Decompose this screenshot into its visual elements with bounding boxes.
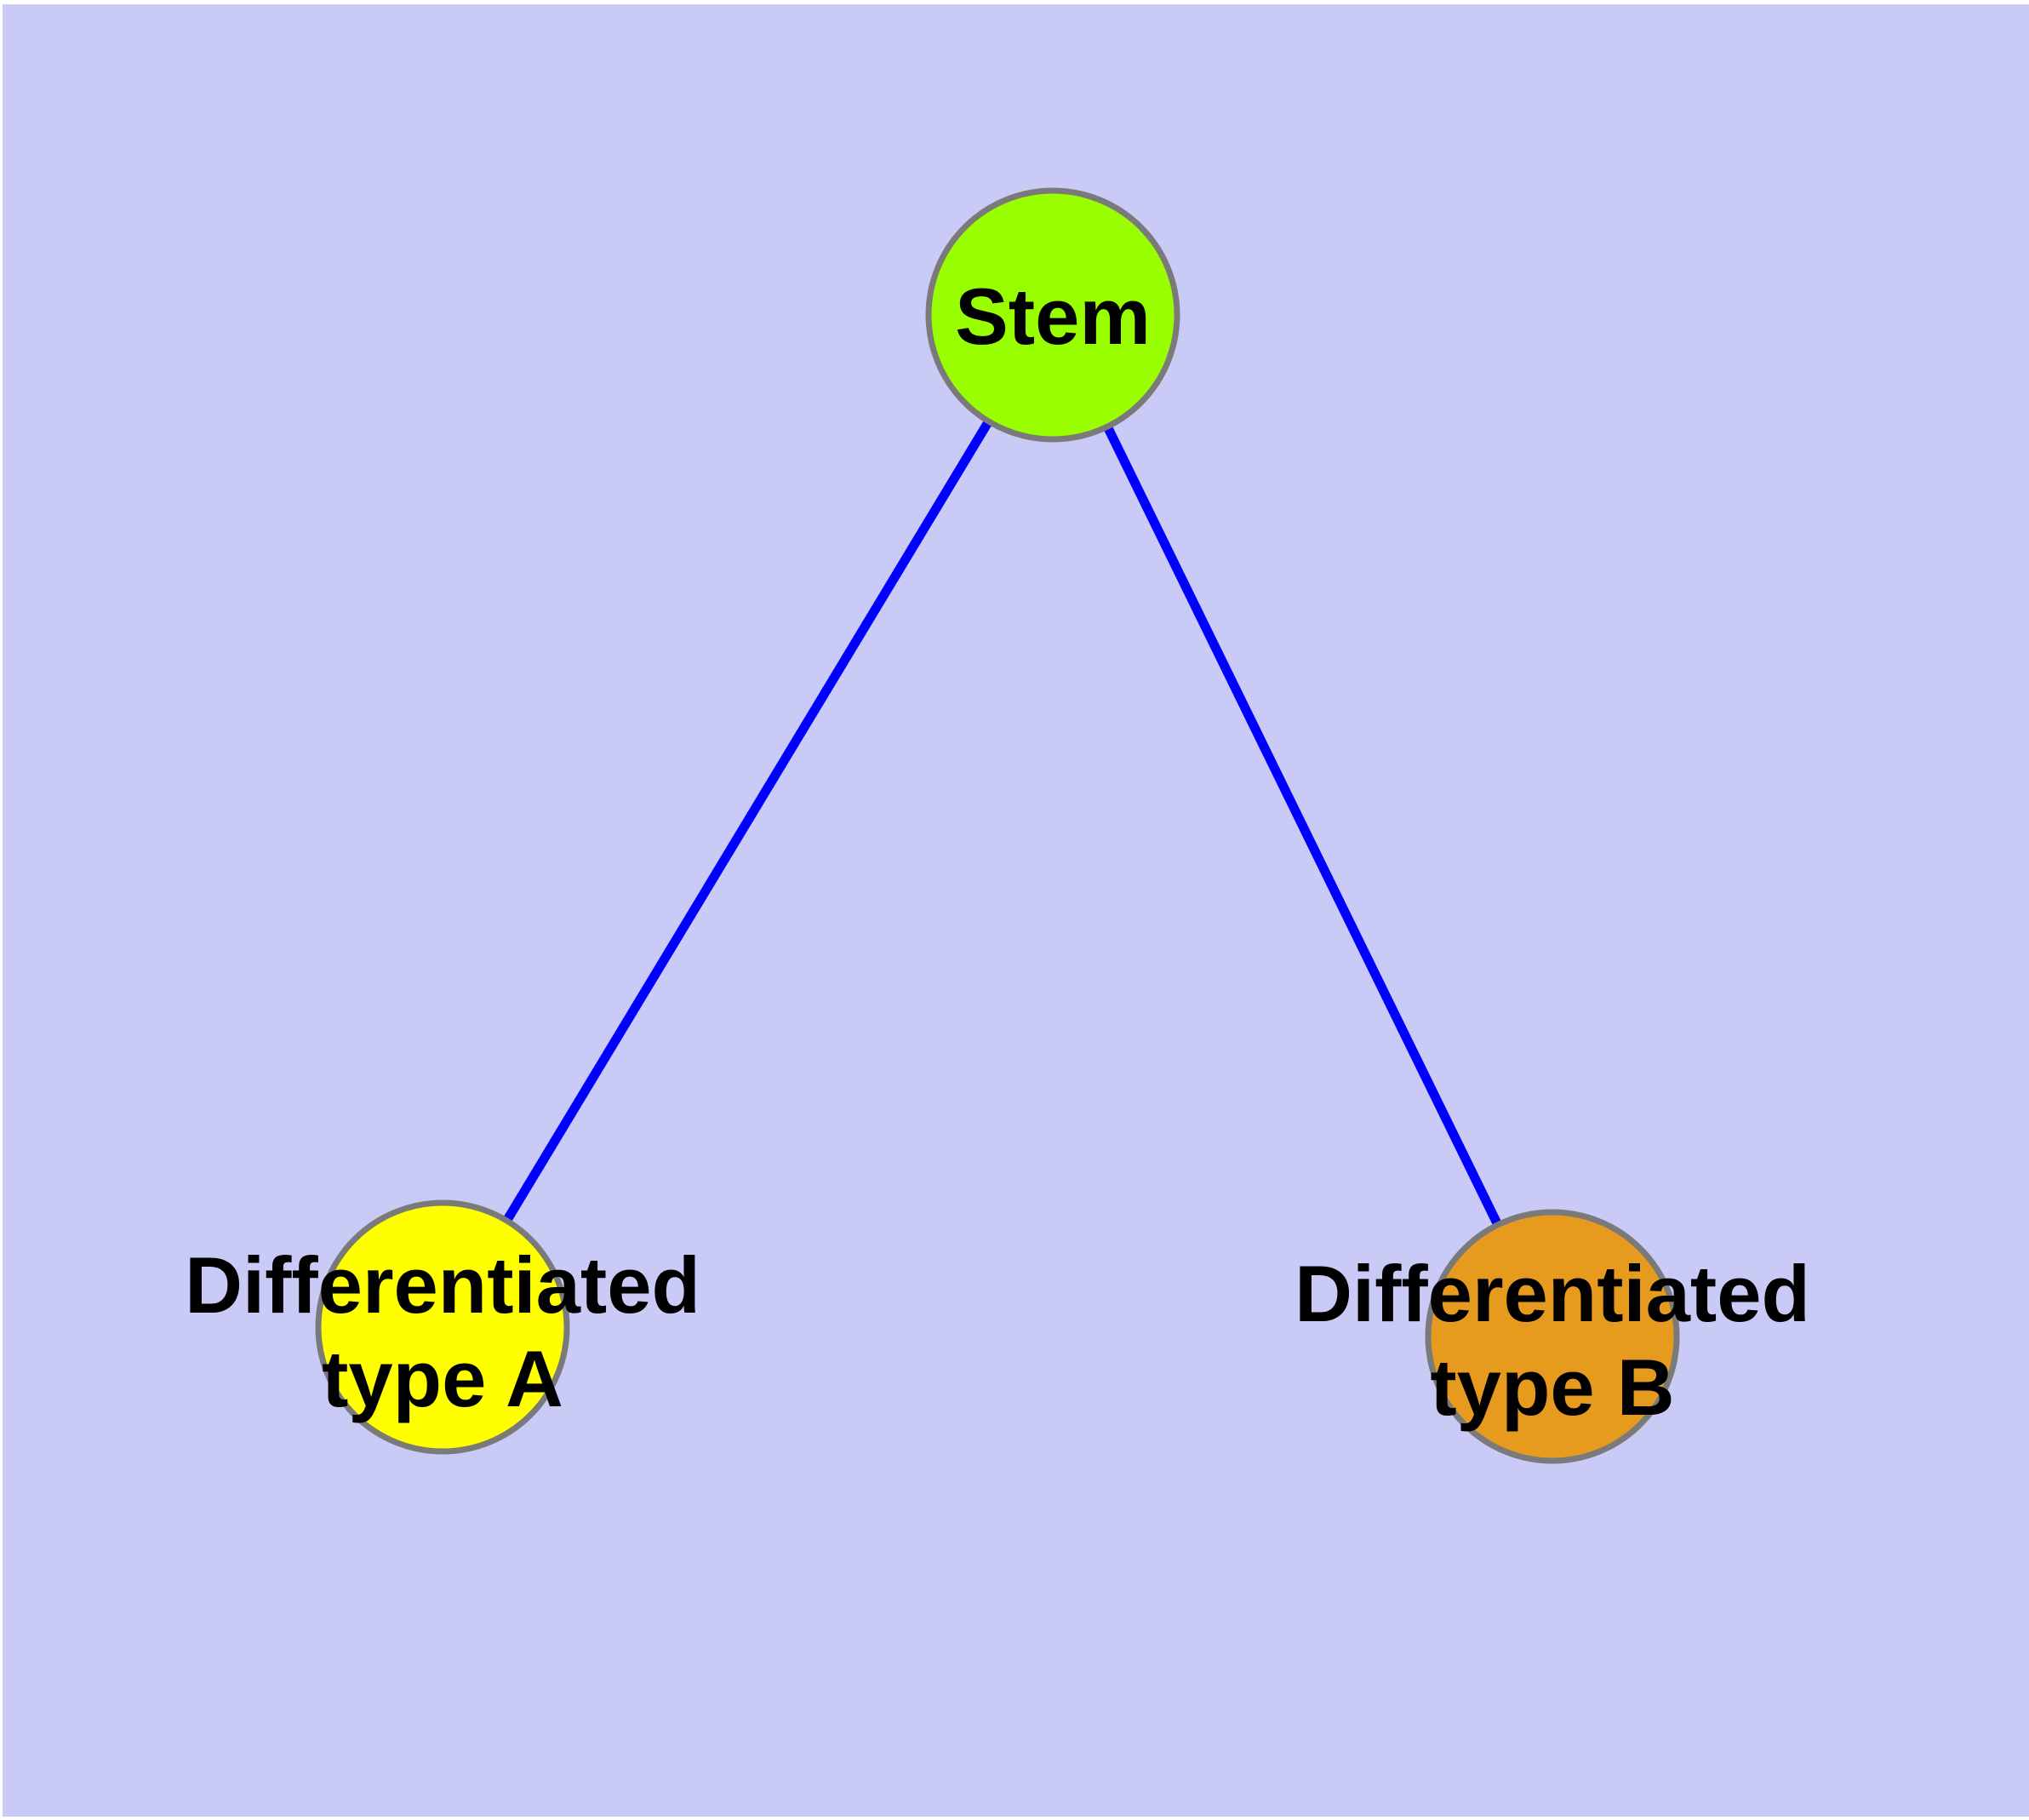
- edge-stem-to-type-a: [438, 312, 1057, 1330]
- edge-stem-to-type-b: [1049, 312, 1557, 1339]
- node-differentiated-type-b: [1425, 1209, 1680, 1464]
- node-differentiated-type-a: [315, 1199, 570, 1455]
- node-stem: [925, 187, 1180, 443]
- node-type-b-label-line2: type B: [1430, 1342, 1674, 1432]
- node-type-b-label-line1: Differentiated: [1295, 1249, 1810, 1338]
- node-type-a-label-line1: Differentiated: [185, 1240, 700, 1330]
- node-stem-label: Stem: [955, 272, 1151, 361]
- node-type-a-label-line2: type A: [322, 1334, 563, 1423]
